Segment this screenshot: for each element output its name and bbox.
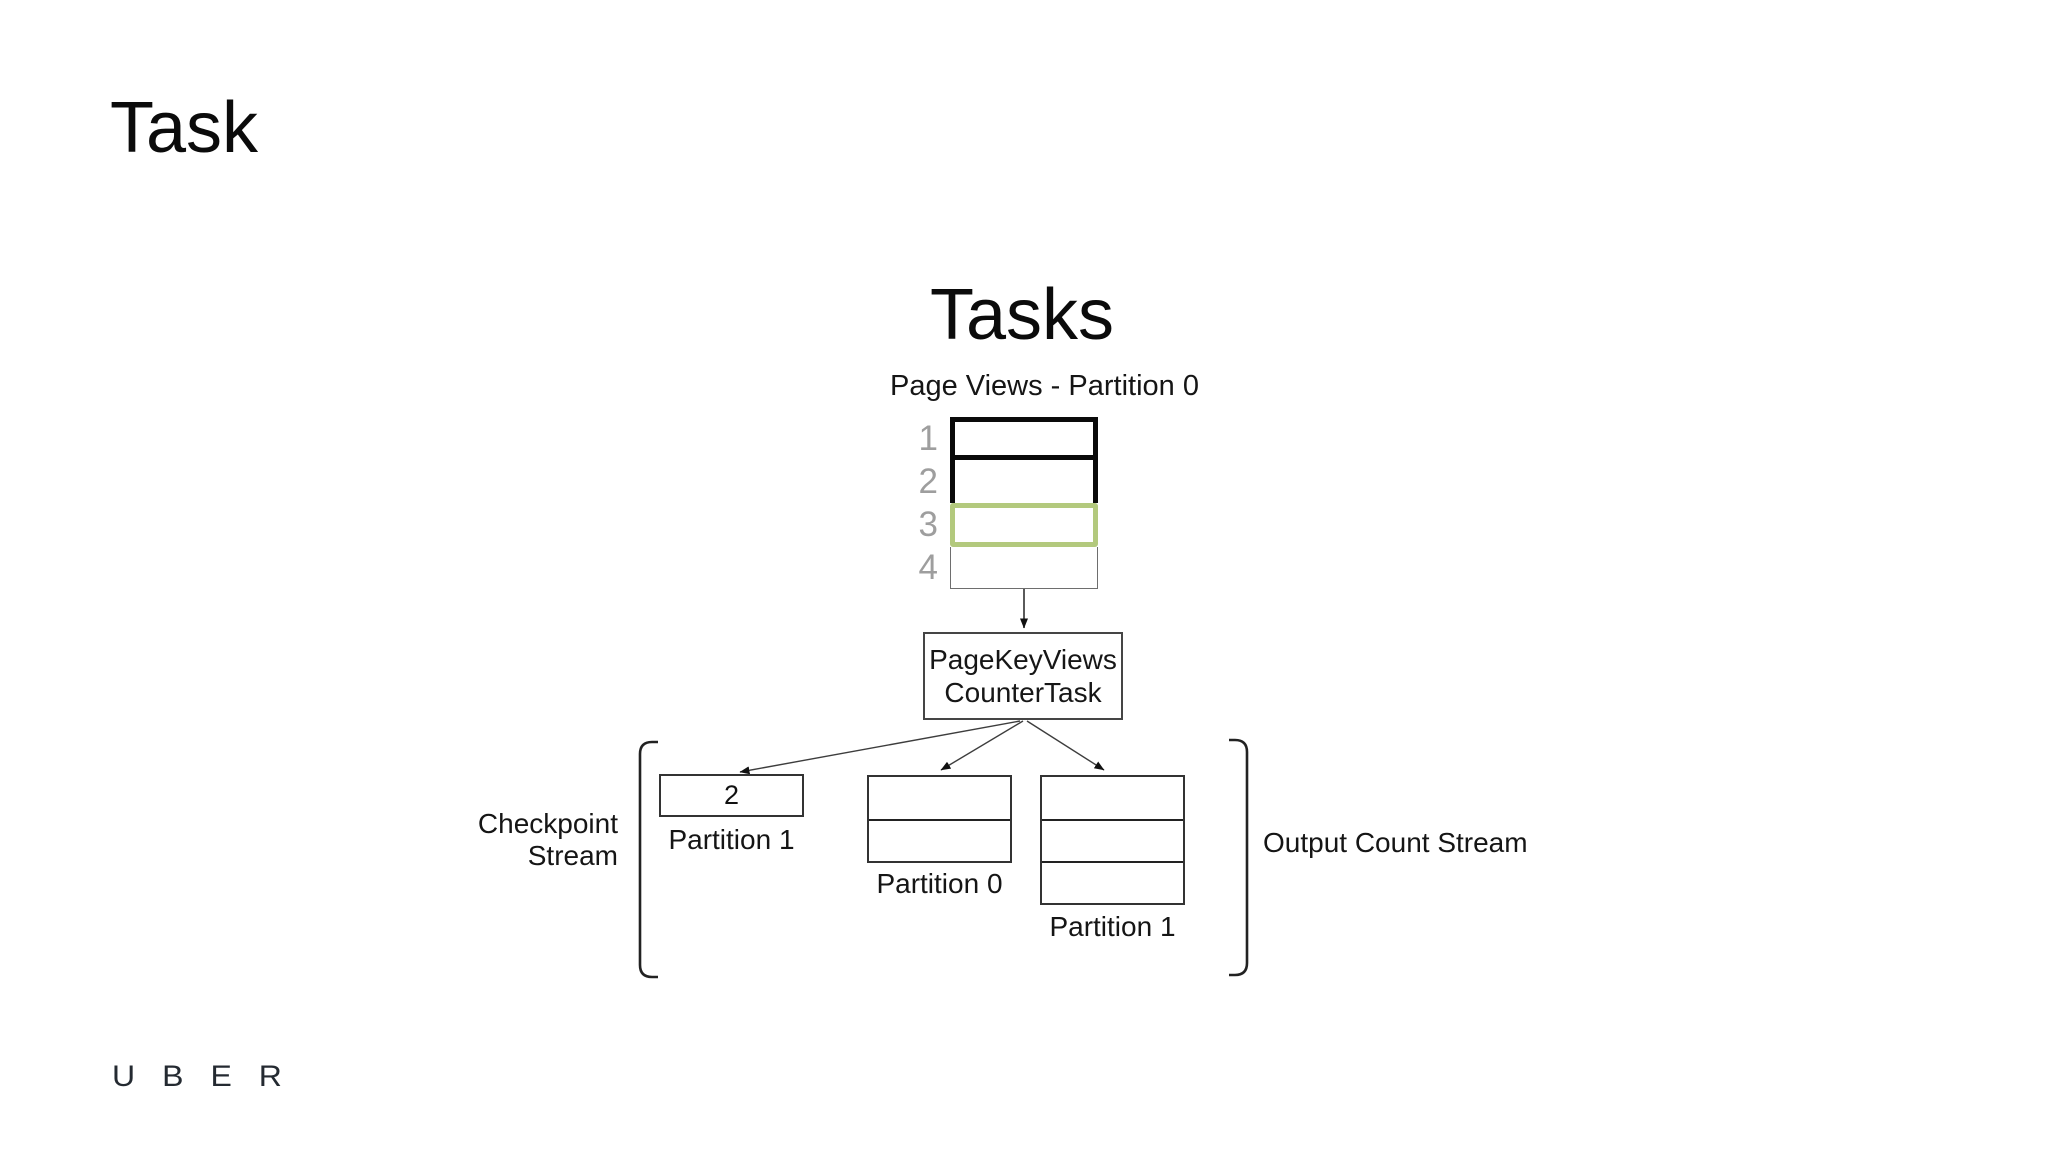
- source-row-pending: [950, 547, 1098, 589]
- output-partition1-cell: [1042, 861, 1183, 903]
- source-stream-label: Page Views - Partition 0: [890, 370, 1199, 402]
- task-box-line1: PageKeyViews: [929, 644, 1117, 675]
- output-stream-label: Output Count Stream: [1263, 827, 1528, 858]
- checkpoint-stream-label-line1: Checkpoint: [477, 808, 618, 839]
- slide-title: Task: [110, 88, 259, 168]
- arrow-task-to-checkpoint: [739, 720, 1021, 775]
- diagram-heading: Tasks: [929, 275, 1115, 355]
- output-partition0-cell: [869, 819, 1010, 861]
- output-partition0-label: Partition 0: [876, 868, 1003, 899]
- arrow-task-to-output-partition1: [1026, 720, 1105, 771]
- output-partition0-cell: [869, 777, 1010, 819]
- uber-logo: UBER: [112, 1059, 309, 1093]
- checkpoint-partition-box: 2: [659, 774, 804, 817]
- source-row-number-2: 2: [918, 462, 938, 501]
- checkpoint-stream-bracket: [638, 740, 658, 979]
- output-partition1-label: Partition 1: [1049, 911, 1176, 942]
- task-box-line2: CounterTask: [944, 677, 1102, 708]
- task-box: PageKeyViews CounterTask: [923, 632, 1123, 720]
- source-stream-stack: [950, 417, 1098, 589]
- source-row-number-4: 4: [918, 548, 938, 587]
- arrow-task-to-output-partition0: [940, 720, 1024, 771]
- output-partition1-cell: [1042, 777, 1183, 819]
- source-row-number-1: 1: [918, 419, 938, 458]
- checkpoint-stream-label-line2: Stream: [527, 840, 618, 871]
- checkpoint-stream-label: Checkpoint Stream: [400, 808, 618, 872]
- output-partition1-cell: [1042, 819, 1183, 861]
- output-partition1-box: [1040, 775, 1185, 905]
- output-stream-bracket: [1229, 738, 1249, 977]
- source-row-consumed-1: [950, 417, 1098, 460]
- source-row-current-highlight: [950, 503, 1098, 547]
- checkpoint-partition-label: Partition 1: [668, 824, 795, 855]
- source-row-number-3: 3: [918, 505, 938, 544]
- source-row-consumed-2: [950, 460, 1098, 503]
- output-partition0-box: [867, 775, 1012, 863]
